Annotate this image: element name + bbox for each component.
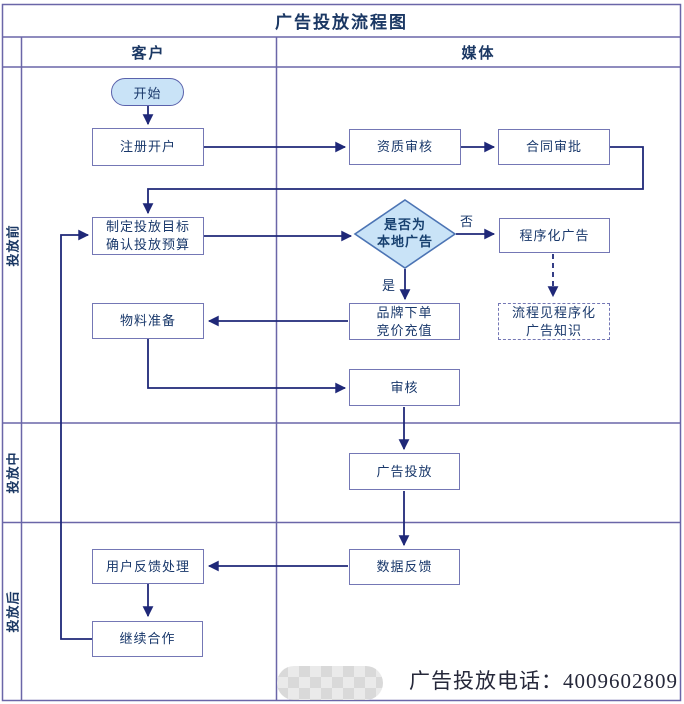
node-start: 开始 (111, 78, 184, 106)
node-goal: 制定投放目标 确认投放预算 (92, 217, 204, 255)
lane-label-pre: 投放前 (5, 223, 21, 267)
node-register: 注册开户 (92, 128, 204, 166)
node-order: 品牌下单 竞价充值 (349, 303, 460, 340)
edge-material-review (147, 339, 347, 394)
flow-connectors (60, 106, 644, 640)
node-continue-coop: 继续合作 (92, 621, 203, 657)
footer-phone-text: 广告投放电话：4009602809 (409, 669, 678, 693)
node-data-feedback: 数据反馈 (349, 549, 460, 585)
node-review: 审核 (349, 369, 460, 406)
redacted-logo-blur (277, 666, 383, 700)
node-programmatic: 程序化广告 (499, 218, 610, 253)
page-title: 广告投放流程图 (275, 13, 408, 32)
edge-label-no: 否 (460, 214, 475, 229)
edge-contract-goal (142, 146, 644, 215)
node-programmatic-ref: 流程见程序化 广告知识 (498, 303, 610, 340)
node-delivery: 广告投放 (349, 453, 460, 490)
edge-label-yes: 是 (382, 278, 397, 293)
node-decision-label: 是否为 本地广告 (376, 217, 433, 249)
node-feedback-handle: 用户反馈处理 (92, 549, 204, 584)
decision-diamond-shape (353, 199, 457, 269)
lane-label-post: 投放后 (5, 590, 21, 633)
edge-continue-goal-loop (60, 229, 92, 640)
column-header-customer: 客户 (131, 45, 166, 62)
swimlane-grid (1, 3, 682, 702)
column-header-media: 媒体 (461, 45, 496, 62)
node-material: 物料准备 (92, 303, 204, 339)
node-qualification: 资质审核 (349, 129, 461, 165)
lane-label-mid: 投放中 (5, 451, 21, 494)
node-contract: 合同审批 (498, 129, 610, 165)
